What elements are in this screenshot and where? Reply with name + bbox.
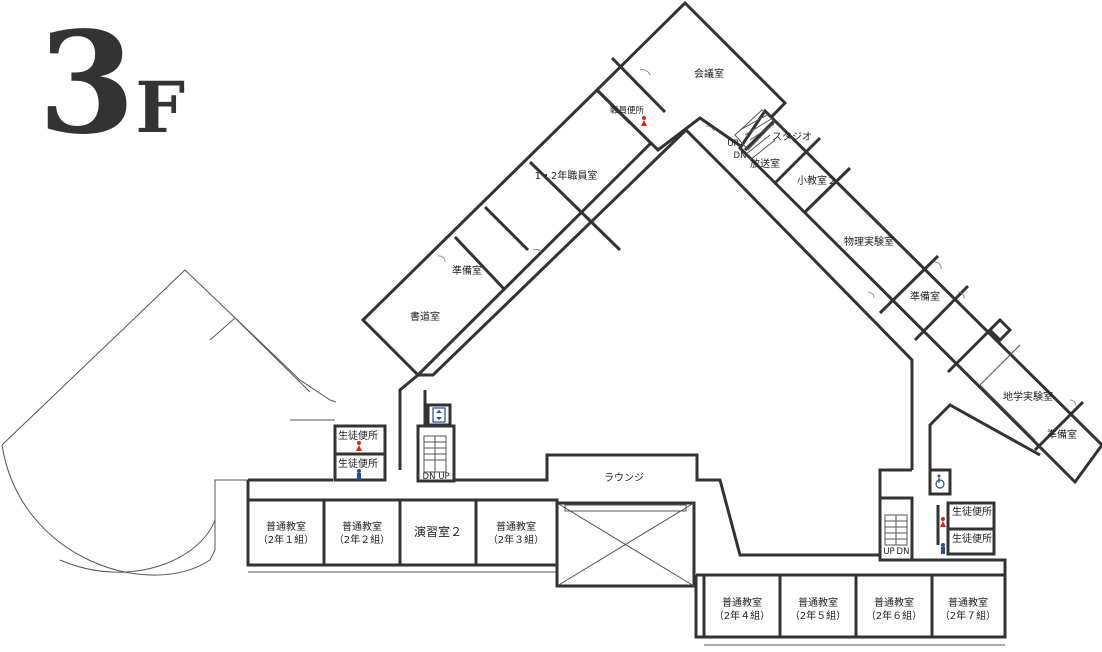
stair-top-up-label: UP [727,139,738,149]
floor-suffix: F [135,66,186,149]
classroom-2-7: 普通教室 （2年７組） [940,596,996,622]
classroom-name: 普通教室 [948,596,988,609]
classroom-2-6: 普通教室 （2年６組） [866,596,922,622]
classroom-group: （2年６組） [866,609,922,622]
classroom-name: 普通教室 [266,520,306,533]
female-toilet-icon [940,517,946,527]
toilet-label-men-west: 生徒便所 [338,457,378,470]
classroom-group: （2年４組） [714,609,770,622]
room-label-enshu2: 演習室２ [414,524,462,539]
classroom-2-5: 普通教室 （2年５組） [790,596,846,622]
classroom-group: （2年７組） [940,609,996,622]
classroom-2-4: 普通教室 （2年４組） [714,596,770,622]
stair-top [734,109,776,161]
toilet-label-men-east: 生徒便所 [952,532,992,545]
classroom-name: 普通教室 [342,520,382,533]
east-service-core [878,468,996,562]
classroom-group: （2年５組） [790,609,846,622]
room-label-shokyoshitsu2: 小教室２ [797,174,837,187]
wheelchair-icon [935,474,945,489]
room-label-butsuri: 物理実験室 [844,235,894,248]
room-label-shodo: 書道室 [410,310,440,323]
east-classroom-block [702,573,1007,639]
classroom-2-2: 普通教室 （2年２組） [334,520,390,546]
classroom-name: 普通教室 [798,596,838,609]
room-label-chigaku: 地学実験室 [1003,390,1053,403]
elevator-icon [432,407,446,423]
male-toilet-icon [357,469,361,480]
room-label-junbi-1: 準備室 [452,264,482,277]
classroom-group: （2年１組） [258,533,314,546]
stair-left-up-label: UP [438,472,449,482]
room-label-lounge: ラウンジ [604,472,644,484]
floor-number: 3 [38,2,135,166]
stair-right-up-label: UP [883,547,894,557]
stair-right-dn-label: DN [897,547,910,557]
toilet-label-women-east: 生徒便所 [952,505,992,518]
male-toilet-icon [941,543,945,554]
northeast-wing [726,108,1102,485]
classroom-name: 普通教室 [496,520,536,533]
stair-top-dn-label: DN [734,151,747,161]
toilet-label-women-west: 生徒便所 [338,429,378,442]
room-label-staff-toilet: 職員便所 [610,105,645,116]
classroom-name: 普通教室 [722,596,762,609]
female-toilet-icon [641,116,647,126]
room-label-junbi-3: 準備室 [1047,428,1077,441]
classroom-group: （2年３組） [488,533,544,546]
room-label-staffroom: 1・2年職員室 [535,169,598,182]
classroom-name: 普通教室 [874,596,914,609]
classroom-2-3: 普通教室 （2年３組） [488,520,544,546]
room-label-studio: スタジオ [772,131,812,143]
west-wing-outline [1,269,337,576]
classroom-group: （2年２組） [334,533,390,546]
lounge-atrium [555,501,696,588]
northwest-wing [360,0,788,470]
female-toilet-icon [356,441,362,451]
room-label-kaigishitsu: 会議室 [694,67,724,80]
floor-title: 3F [38,14,185,154]
stair-left-dn-label: DN [423,472,436,482]
classroom-2-1: 普通教室 （2年１組） [258,520,314,546]
room-label-junbi-2: 準備室 [910,290,940,303]
room-label-hoso: 放送室 [750,157,780,170]
west-classroom-block [246,498,559,567]
